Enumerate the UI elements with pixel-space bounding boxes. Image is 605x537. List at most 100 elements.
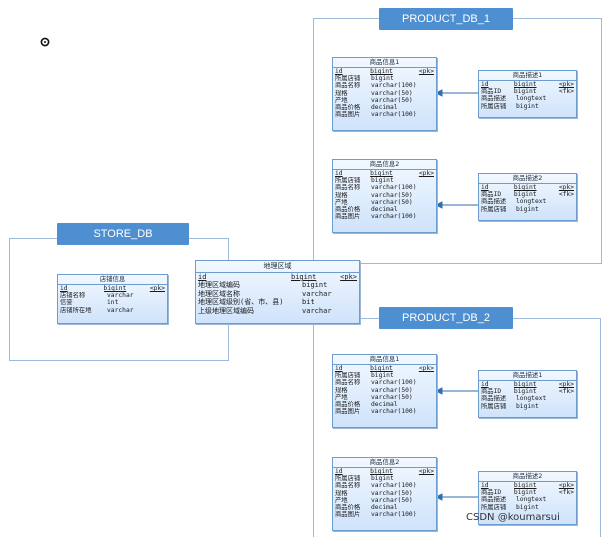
column-type: bigint — [513, 381, 537, 388]
column-key — [564, 504, 576, 511]
column-type: varchar(50) — [371, 496, 413, 504]
column-type: bigint — [513, 184, 537, 191]
column-type: varchar(100) — [371, 408, 417, 416]
table-title: 商品信息1 — [333, 58, 436, 68]
column-key — [421, 206, 436, 213]
column-name: id — [198, 273, 207, 281]
column-name: 店铺所在地 — [60, 306, 92, 314]
table-row: 商品图片 varchar(100) — [333, 408, 436, 415]
column-name: 商品图片 — [335, 408, 361, 416]
column-key — [421, 199, 436, 206]
column-name: 商品名称 — [335, 482, 361, 490]
column-type: bigint — [513, 191, 537, 199]
column-type: bigint — [370, 468, 393, 475]
column-name: 商品价格 — [335, 504, 361, 512]
column-key — [421, 111, 436, 118]
column-name: 商品描述 — [481, 95, 507, 103]
column-type: bigint — [371, 475, 394, 483]
column-type: varchar(50) — [371, 89, 413, 97]
column-name: 所属店铺 — [335, 177, 361, 185]
column-name: 商品图片 — [335, 111, 361, 119]
column-type: varchar(50) — [371, 489, 413, 497]
column-name: 商品图片 — [335, 511, 361, 519]
column-key: <pk> — [149, 285, 165, 292]
column-name: 所属店铺 — [481, 503, 507, 511]
product-db-2-label: PRODUCT_DB_2 — [379, 307, 513, 329]
column-type: bigint — [370, 365, 393, 372]
column-key — [564, 95, 576, 102]
column-name: id — [335, 68, 343, 75]
column-name: 商品描述 — [481, 198, 507, 206]
table-title: 商品描述1 — [479, 371, 576, 381]
column-name: 商品图片 — [335, 213, 361, 221]
column-key: <pk> — [558, 81, 574, 88]
column-key — [421, 497, 436, 504]
column-name: 所属店铺 — [335, 75, 361, 83]
column-type: bigint — [513, 482, 537, 489]
column-name: id — [481, 184, 489, 191]
column-key — [421, 97, 436, 104]
column-name: 所属店铺 — [335, 372, 361, 380]
column-key: <fk> — [558, 191, 574, 199]
table-title: 商品信息2 — [333, 458, 436, 468]
column-key: <pk> — [418, 365, 434, 372]
column-key — [564, 395, 576, 402]
column-type: decimal — [371, 206, 398, 214]
column-type: bigint — [103, 285, 127, 292]
column-name: 规格 — [335, 386, 348, 394]
column-type: longtext — [516, 95, 547, 103]
column-key: <fk> — [558, 489, 574, 497]
column-type: bit — [302, 298, 315, 307]
column-key — [421, 184, 436, 191]
table-title: 商品描述2 — [479, 472, 576, 482]
table-row: 地理区域级别(省、市、县)bit — [196, 298, 359, 306]
column-type: bigint — [370, 68, 393, 75]
column-key: <pk> — [418, 468, 434, 475]
column-key — [157, 292, 167, 299]
column-name: 商品描述 — [481, 496, 507, 504]
table-row: 所属店铺 bigint — [333, 372, 436, 379]
column-key: <pk> — [558, 482, 574, 489]
column-name: 商品ID — [481, 88, 502, 96]
column-type: bigint — [371, 372, 394, 380]
cursor-target-icon — [40, 32, 50, 47]
column-type: decimal — [371, 504, 398, 512]
table-title: 商品描述2 — [479, 174, 576, 184]
column-name: 商品ID — [481, 489, 502, 497]
column-name: id — [481, 381, 489, 388]
column-key — [421, 394, 436, 401]
column-key: <pk> — [558, 381, 574, 388]
column-key: <fk> — [558, 88, 574, 96]
store-db-label: STORE_DB — [57, 223, 189, 245]
